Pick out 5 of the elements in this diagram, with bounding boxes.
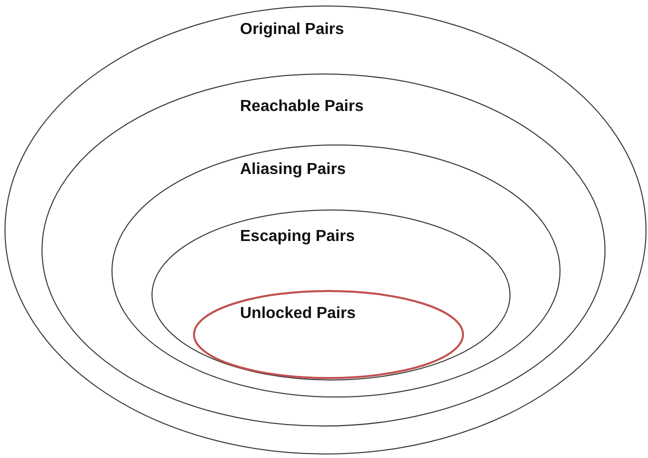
set-label: Unlocked Pairs [240, 304, 356, 324]
set-label: Escaping Pairs [240, 227, 355, 247]
set-label: Original Pairs [240, 20, 344, 40]
set-label: Aliasing Pairs [240, 160, 346, 180]
set-label: Reachable Pairs [240, 97, 364, 117]
